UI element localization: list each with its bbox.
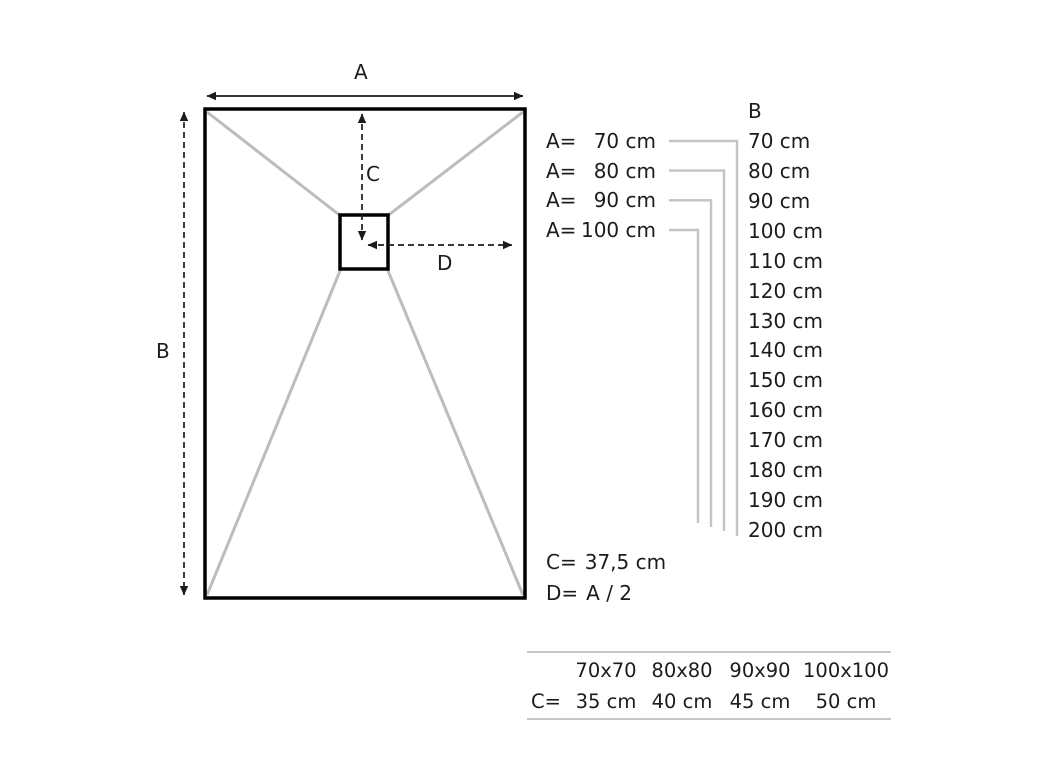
formula-d-label: D= xyxy=(546,581,579,605)
b-value: 90 cm xyxy=(748,188,811,213)
b-value: 80 cm xyxy=(748,158,811,183)
b-value: 150 cm xyxy=(748,368,824,393)
slope-line-top-left xyxy=(206,110,343,219)
size-table-value: 50 cm xyxy=(815,690,877,713)
formula-c: C= 37,5 cm xyxy=(546,548,666,576)
square-size-table: 70x70 80x80 90x90 100x100 C= 35 cm 40 cm… xyxy=(527,655,893,717)
a-option-prefix: A= xyxy=(546,218,577,242)
slope-line-bottom-right xyxy=(384,265,525,596)
b-column: 70 cm 80 cm 90 cm 100 cm 110 cm 120 cm 1… xyxy=(748,127,823,546)
b-value: 180 cm xyxy=(748,458,824,483)
b-value: 70 cm xyxy=(748,129,811,153)
a-option-value: 100 cm xyxy=(580,218,656,242)
size-table-column: 80x80 xyxy=(651,659,713,682)
formula-d: D= A / 2 xyxy=(546,579,632,607)
b-value: 140 cm xyxy=(748,338,824,363)
b-value: 130 cm xyxy=(748,308,824,333)
a-option-value: 90 cm xyxy=(593,188,656,213)
b-value: 100 cm xyxy=(748,218,824,243)
a-option-row: A= 70 cm xyxy=(546,127,656,155)
a-option-prefix: A= xyxy=(546,188,577,213)
size-table-column: 90x90 xyxy=(729,659,791,682)
b-value: 200 cm xyxy=(748,517,824,542)
size-table-header-row: 70x70 80x80 90x90 100x100 xyxy=(527,655,893,686)
connector-a100 xyxy=(669,228,700,523)
size-table-value: 45 cm xyxy=(729,690,791,713)
size-table-value: 40 cm xyxy=(651,690,713,713)
formula-d-value: A / 2 xyxy=(586,581,633,605)
b-value: 110 cm xyxy=(748,248,824,273)
size-table-value-row: C= 35 cm 40 cm 45 cm 50 cm xyxy=(527,686,893,717)
a-option-row: A= 90 cm xyxy=(546,186,656,214)
connector-a70 xyxy=(669,139,739,536)
size-table-column: 100x100 xyxy=(803,659,889,682)
a-option-row: A= 100 cm xyxy=(546,216,656,244)
a-option-value: 80 cm xyxy=(593,158,656,183)
b-value: 120 cm xyxy=(748,278,824,303)
b-value: 160 cm xyxy=(748,398,824,423)
a-option-prefix: A= xyxy=(546,129,577,153)
a-option-value: 70 cm xyxy=(593,129,656,153)
formula-c-label: C= xyxy=(546,550,577,574)
size-table-value: 35 cm xyxy=(575,690,637,713)
formula-c-value: 37,5 cm xyxy=(584,550,667,574)
label-dimension-d: D xyxy=(437,251,453,275)
size-table-column: 70x70 xyxy=(575,659,637,682)
b-value: 190 cm xyxy=(748,488,824,513)
b-column-header: B xyxy=(748,99,762,123)
tray-outline xyxy=(203,107,527,600)
slope-line-top-right xyxy=(385,110,524,219)
connector-a80 xyxy=(669,169,726,531)
label-dimension-b: B xyxy=(156,339,170,363)
connector-a90 xyxy=(669,199,713,527)
b-value: 170 cm xyxy=(748,428,824,453)
drain-square xyxy=(338,213,390,271)
size-table-row-label: C= xyxy=(531,690,561,713)
a-option-row: A= 80 cm xyxy=(546,157,656,185)
label-dimension-a: A xyxy=(354,60,368,84)
label-dimension-c: C xyxy=(366,162,380,186)
slope-line-bottom-left xyxy=(205,265,344,596)
a-option-prefix: A= xyxy=(546,158,577,183)
